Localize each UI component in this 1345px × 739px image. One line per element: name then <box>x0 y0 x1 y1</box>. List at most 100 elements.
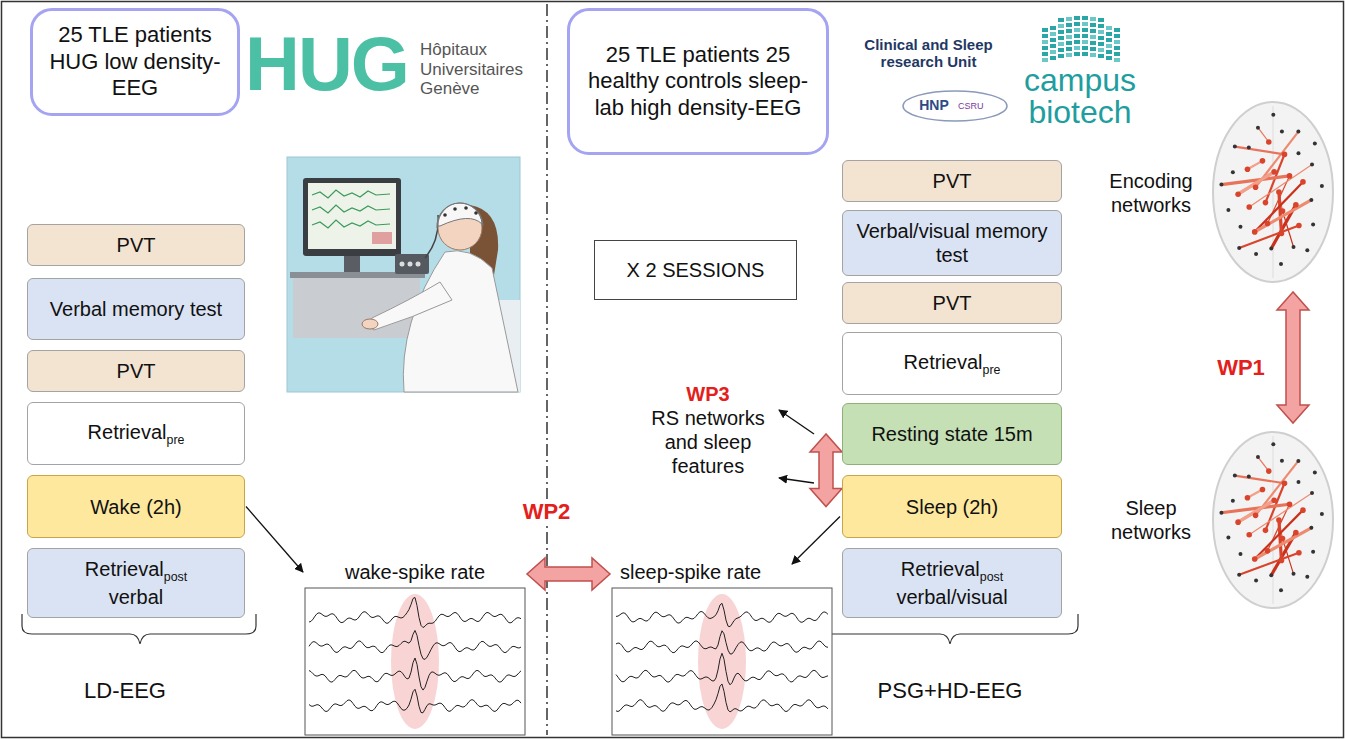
building-icon <box>1058 24 1064 28</box>
node-text: Sleep networks <box>1111 497 1191 543</box>
node-text: Verbal memory test <box>50 298 222 320</box>
building-icon <box>1050 56 1056 60</box>
logo-text: Clinical and Sleep research Unit <box>846 36 1011 71</box>
building-icon <box>1074 16 1080 20</box>
brain-network <box>1233 145 1237 149</box>
building-icon <box>1114 34 1120 38</box>
eeg-illustration <box>312 205 390 213</box>
brain-network <box>1280 459 1284 463</box>
brain-network <box>1247 474 1251 478</box>
eeg-traces <box>616 653 828 685</box>
group-label: LD-EEG <box>60 678 190 703</box>
brain-network <box>1252 229 1258 235</box>
building-icon <box>1090 41 1096 45</box>
brain-network <box>1296 151 1300 155</box>
edge-label: WP1 <box>1214 355 1268 381</box>
text-block: PVT <box>933 169 972 193</box>
building-icon <box>1050 38 1056 42</box>
building-icon <box>1074 34 1080 38</box>
brain-network <box>1238 500 1274 522</box>
brain-network <box>1309 198 1313 202</box>
arrow <box>779 410 814 434</box>
brain-network <box>1226 536 1230 540</box>
building-icon <box>1042 34 1048 38</box>
building-icon <box>1042 58 1048 62</box>
building-icon <box>1098 42 1104 46</box>
edge-label: WP2 <box>520 499 574 525</box>
node-text: pre <box>167 433 185 447</box>
node-text: WP3 <box>646 382 770 406</box>
text-block: Verbal/visual memory test <box>849 219 1055 267</box>
eeg-illustration <box>438 203 482 226</box>
text-block: PVT <box>117 359 156 383</box>
eeg-traces <box>616 631 828 654</box>
building-icon <box>1082 34 1088 38</box>
brain-network <box>1265 221 1271 227</box>
eeg-illustration <box>464 206 468 210</box>
brain-network <box>1273 436 1274 604</box>
task-box: Resting state 15m <box>842 403 1062 465</box>
brain-network <box>1287 501 1293 507</box>
building-icon <box>1106 26 1112 30</box>
header-box: 25 TLE patients 25 healthy controls slee… <box>567 8 829 155</box>
logo-text: HNP <box>912 97 956 113</box>
building-icon <box>1058 42 1064 46</box>
brain-network <box>1265 548 1271 554</box>
brain-network <box>1310 162 1314 166</box>
building-icon <box>1098 18 1104 22</box>
task-box: PVT <box>27 224 245 266</box>
node-text: Sleep (2h) <box>906 496 998 518</box>
arrow <box>779 478 814 483</box>
text-block: 25 TLE patients 25 healthy controls slee… <box>584 42 812 121</box>
text-block: Wake (2h) <box>90 495 182 519</box>
node-text: RS networks and sleep features <box>646 406 770 478</box>
brain-network <box>1311 222 1315 226</box>
building-icon <box>1106 50 1112 54</box>
brain-network <box>1246 204 1252 210</box>
building-icon <box>1098 54 1104 58</box>
building-icon <box>1042 52 1048 56</box>
node-text: Resting state 15m <box>871 423 1032 445</box>
node-text: wake-spike rate <box>345 561 485 583</box>
node-text: X 2 SESSIONS <box>627 259 765 281</box>
brain-network <box>1246 532 1252 538</box>
text-block: wake-spike rate <box>345 560 485 584</box>
building-icon <box>1082 28 1088 32</box>
building-icon <box>1074 22 1080 26</box>
brain-network <box>1305 575 1309 579</box>
brain-network <box>1282 480 1288 486</box>
eeg-illustration <box>369 282 452 330</box>
brain-network <box>1238 552 1242 556</box>
arrow <box>792 517 840 565</box>
brain-network <box>1271 113 1275 117</box>
building-icon <box>1090 35 1096 39</box>
node-text: Wake (2h) <box>90 496 182 518</box>
node-text: sleep-spike rate <box>620 561 761 583</box>
brain-network <box>1235 147 1285 155</box>
brain-network <box>1238 172 1274 194</box>
building-icon <box>1074 52 1080 56</box>
building-icon <box>1090 47 1096 51</box>
brain-network <box>1300 179 1306 185</box>
brain-network <box>1279 231 1285 237</box>
eeg-illustration <box>312 220 390 228</box>
node-text: Retrieval <box>85 558 164 580</box>
node-text: PVT <box>933 292 972 314</box>
brain-network <box>1226 208 1230 212</box>
brain-network <box>1255 528 1312 559</box>
building-icon <box>1098 30 1104 34</box>
task-box: Sleep (2h) <box>842 475 1062 538</box>
brain-network <box>1271 497 1277 503</box>
brain-network <box>1219 511 1223 515</box>
building-icon <box>1090 29 1096 33</box>
text-block: Retrievalpre <box>88 420 185 448</box>
divider-line <box>546 4 548 735</box>
task-box: PVT <box>842 282 1062 324</box>
node-text: Verbal/visual memory test <box>856 220 1047 266</box>
building-icon <box>1066 41 1072 45</box>
building-icon <box>1058 18 1064 22</box>
eeg-trace-box <box>612 588 832 735</box>
brain-network <box>1253 184 1259 190</box>
